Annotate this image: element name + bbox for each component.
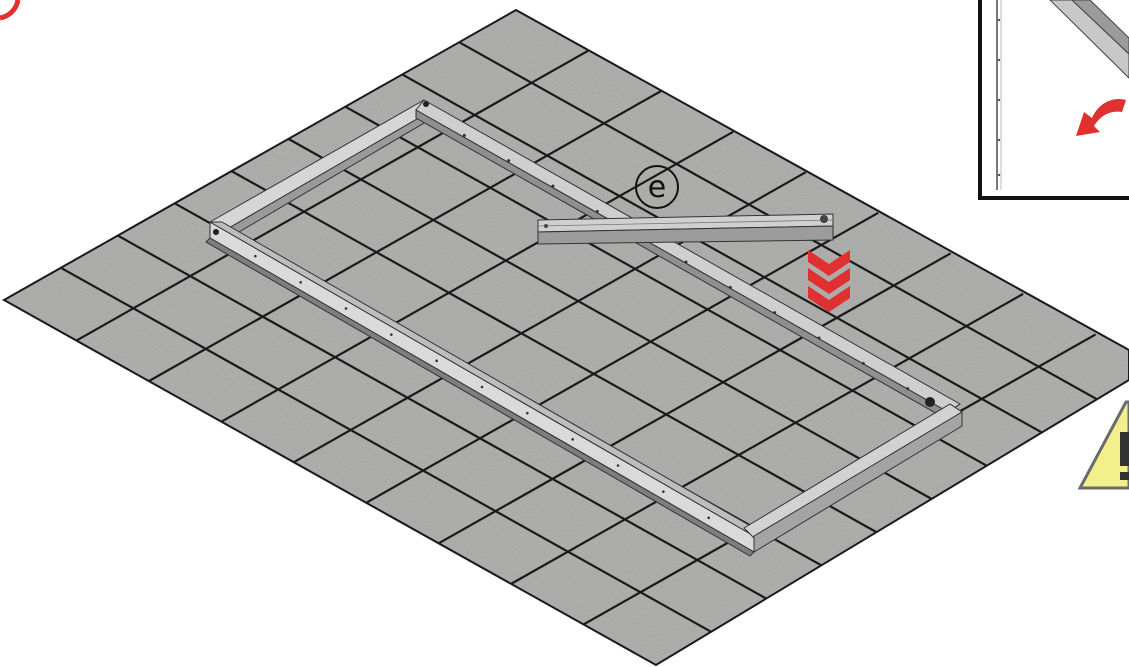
bolt-hole <box>595 209 599 213</box>
step-badge-icon <box>0 0 21 21</box>
grout-line <box>365 211 879 504</box>
bolt-hole <box>254 254 257 258</box>
part-label-text: e <box>648 170 666 205</box>
grout-line <box>287 137 941 505</box>
grout-line <box>510 292 1024 585</box>
bolt-hole <box>817 336 821 340</box>
grout-line <box>75 49 589 342</box>
bolt-hole <box>684 260 688 264</box>
bolt-hole <box>616 464 620 467</box>
bolt-hole <box>662 490 665 493</box>
bolt-hole <box>390 333 393 336</box>
part-label-badge: e <box>635 165 679 209</box>
bolt-hole <box>435 359 438 363</box>
chevron-down-arrows-icon <box>808 250 850 312</box>
tiled-floor <box>1 8 1129 667</box>
base-frame <box>205 99 963 557</box>
detail-inset <box>978 0 1129 200</box>
crossbar-part-e <box>537 213 834 245</box>
grout-line <box>148 90 662 383</box>
bolt-hole <box>507 159 511 163</box>
grout-line <box>231 170 885 538</box>
grout-line <box>220 130 734 423</box>
bolt-hole <box>571 438 574 441</box>
bolt-hole <box>526 411 529 415</box>
grout-line <box>60 266 714 634</box>
warning-icon <box>1077 400 1129 490</box>
bolt-hole <box>707 516 710 520</box>
bolt-hole <box>462 133 466 137</box>
grout-line <box>344 105 998 473</box>
bolt-hole <box>728 285 732 289</box>
bolt-hole <box>906 387 910 391</box>
curved-arrow-icon <box>1076 98 1126 136</box>
grout-line <box>401 73 1055 441</box>
bolt-hole <box>344 307 348 310</box>
bolt-hole <box>299 281 302 284</box>
bolt-hole <box>861 361 865 365</box>
bolt-hole <box>773 311 777 315</box>
bolt-hole <box>480 385 484 389</box>
bolt-hole <box>551 184 555 188</box>
grout-line <box>117 234 771 602</box>
grout-line <box>438 252 952 545</box>
